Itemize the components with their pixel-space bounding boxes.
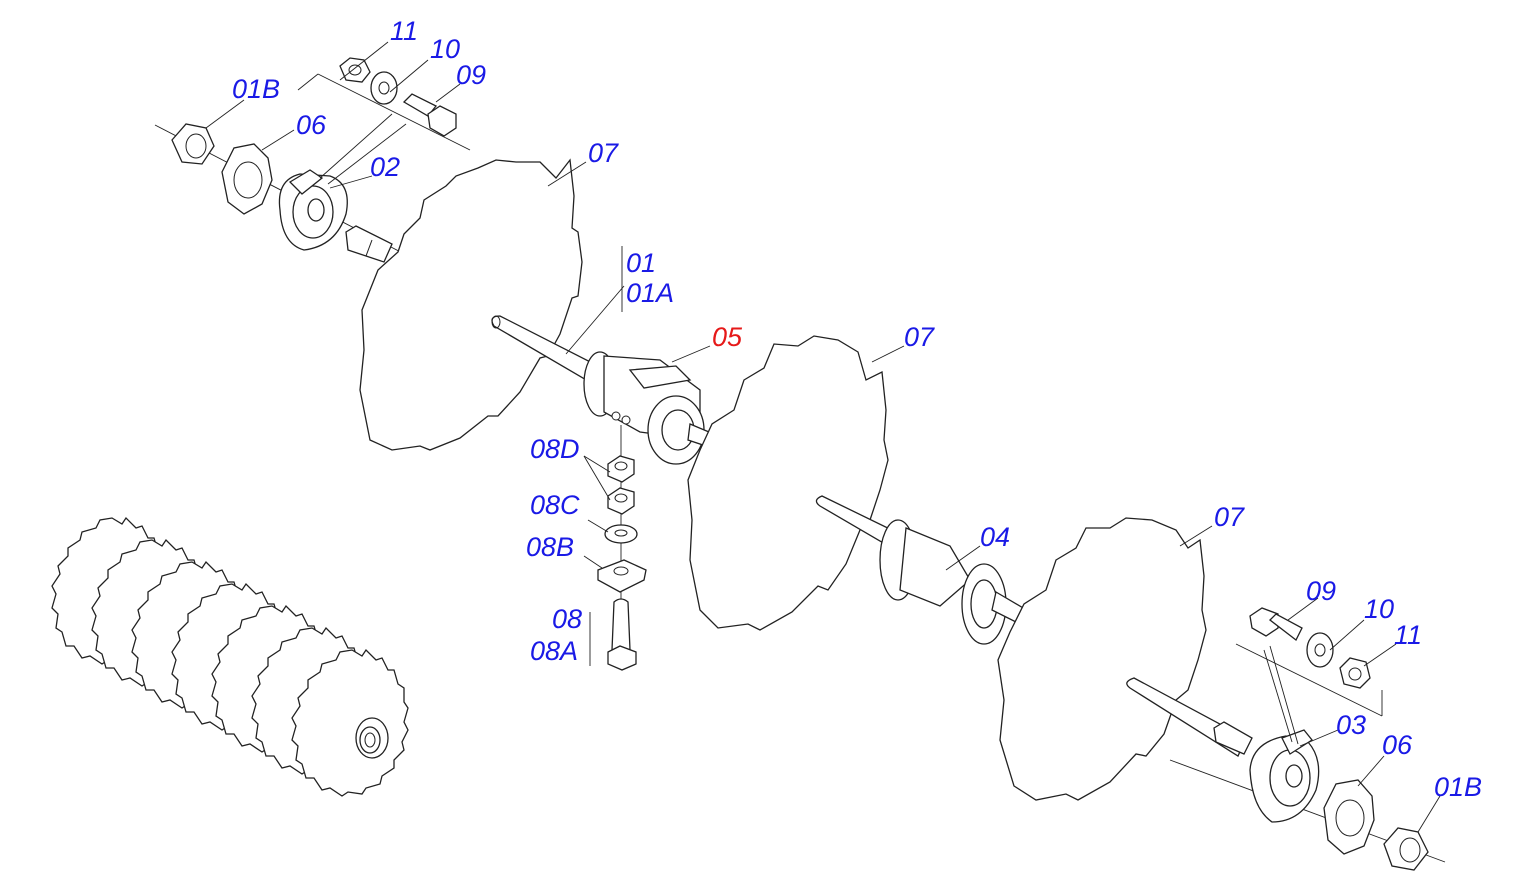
label-01B-bottom: 01B — [1434, 772, 1482, 802]
label-08: 08 — [552, 604, 582, 634]
label-01: 01 — [626, 248, 656, 278]
bolt-set-bracket-top — [297, 73, 471, 185]
part-flange-plate-06-top — [221, 143, 273, 215]
part-bolt-09-bottom — [1249, 607, 1303, 641]
part-washer-10-bottom — [1306, 632, 1334, 668]
part-disc-07-bottom — [997, 517, 1207, 801]
part-bearing-housing-03 — [1249, 729, 1320, 823]
label-02: 02 — [370, 152, 400, 182]
label-10-top: 10 — [430, 34, 460, 64]
label-10-bottom: 10 — [1364, 594, 1394, 624]
label-04: 04 — [980, 522, 1010, 552]
label-11-top: 11 — [390, 16, 418, 46]
label-01A: 01A — [626, 278, 674, 308]
overview-hub-nut — [355, 717, 389, 759]
part-bearing-housing-02 — [278, 169, 348, 251]
leader-lines — [205, 41, 1441, 833]
label-08A: 08A — [530, 636, 578, 666]
part-nut-08D-upper — [607, 455, 635, 483]
label-05: 05 — [712, 322, 743, 352]
label-06-bottom: 06 — [1382, 730, 1413, 760]
label-08B: 08B — [526, 532, 574, 562]
part-bolt-09-top — [402, 93, 457, 137]
part-nut-01B-bottom — [1383, 827, 1429, 871]
label-06-top: 06 — [296, 110, 327, 140]
part-nut-11-bottom — [1339, 657, 1371, 689]
part-square-shaft-end — [345, 225, 393, 263]
label-07-bottom: 07 — [1214, 502, 1245, 532]
assembled-gang-overview — [51, 516, 409, 797]
part-labels: 11 10 09 01B 06 02 07 01 01A 05 07 08D 0… — [232, 16, 1482, 802]
part-disc-07-top — [359, 158, 583, 451]
part-disc-07-middle — [687, 335, 889, 631]
part-nut-11-top — [339, 57, 371, 83]
part-square-washer-08B — [597, 559, 647, 593]
part-shaft-end-bottom — [1126, 677, 1253, 757]
label-09-bottom: 09 — [1306, 576, 1336, 606]
label-08D: 08D — [530, 434, 580, 464]
part-bolt-08A — [607, 598, 637, 671]
label-07-middle: 07 — [904, 322, 935, 352]
part-spacer-tube-04 — [815, 495, 1031, 645]
part-flange-plate-06-bottom — [1323, 779, 1375, 855]
label-01B-top: 01B — [232, 74, 280, 104]
bolt-set-bracket-bottom — [1235, 643, 1383, 745]
label-09-top: 09 — [456, 60, 486, 90]
part-bearing-assembly-05 — [583, 351, 729, 465]
part-washer-10-top — [370, 71, 398, 105]
label-03: 03 — [1336, 710, 1366, 740]
label-11-bottom: 11 — [1394, 620, 1422, 650]
part-washer-08C — [604, 524, 638, 544]
label-08C: 08C — [530, 490, 580, 520]
label-07-top: 07 — [588, 138, 619, 168]
part-nut-01B-top — [171, 123, 215, 165]
part-nut-08D-lower — [607, 487, 635, 515]
